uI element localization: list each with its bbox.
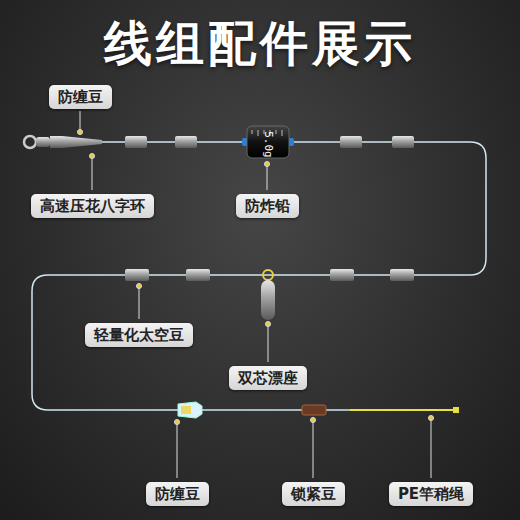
part-name: PE竿稍绳 [389, 482, 473, 506]
weight-marking: 5.0g [262, 131, 275, 158]
part-name: 高速压花八字环 [31, 194, 154, 218]
part-name: 锁紧豆 [282, 482, 345, 506]
label-box: 防炸铅 [236, 194, 299, 218]
part-name: 轻量化太空豆 [85, 323, 193, 347]
label-box: 双芯漂座 [229, 366, 307, 390]
title: 线组配件展示 [104, 12, 416, 76]
label-box: 轻量化太空豆 [85, 323, 193, 347]
label-box: 防缠豆 [49, 85, 112, 109]
part-name: 防缠豆 [49, 85, 112, 109]
label-box: 高速压花八字环 [31, 194, 154, 218]
label-box: PE竿稍绳 [389, 482, 473, 506]
part-name: 防缠豆 [146, 482, 209, 506]
part-name: 防炸铅 [236, 194, 299, 218]
label-box: 防缠豆 [146, 482, 209, 506]
label-box: 锁紧豆 [282, 482, 345, 506]
part-name: 双芯漂座 [229, 366, 307, 390]
